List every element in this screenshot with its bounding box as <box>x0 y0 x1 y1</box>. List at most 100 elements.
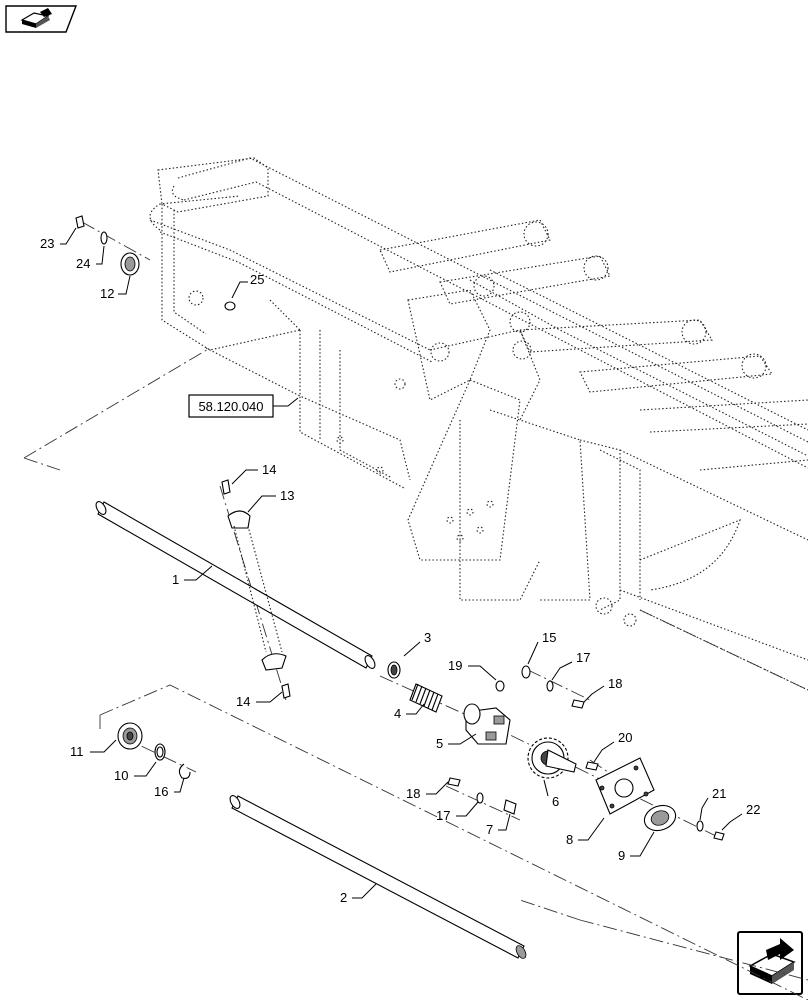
callout-18b: 18 <box>406 781 449 801</box>
callout-24: 24 <box>76 245 105 271</box>
callout-14b: 14 <box>236 691 283 709</box>
callout-number: 3 <box>424 630 431 645</box>
callout-number: 12 <box>100 286 114 301</box>
callout-23: 23 <box>40 227 77 251</box>
callout-7: 7 <box>486 813 511 837</box>
leader-line <box>231 469 258 485</box>
callout-10: 10 <box>114 761 157 783</box>
callout-number: 8 <box>566 832 573 847</box>
callout-17a: 17 <box>551 650 590 681</box>
callout-20: 20 <box>593 730 632 763</box>
callout-4: 4 <box>394 703 425 721</box>
callout-13: 13 <box>247 488 294 513</box>
leader-line <box>456 801 479 817</box>
callout-5: 5 <box>436 733 477 751</box>
callout-3: 3 <box>403 630 431 657</box>
part-1-shaft <box>95 501 376 669</box>
callout-2: 2 <box>340 883 377 905</box>
next-page-button[interactable] <box>737 931 803 995</box>
part-4-spring <box>409 683 443 713</box>
callout-number: 6 <box>552 794 559 809</box>
part-10-snap-ring <box>154 743 166 761</box>
callout-8: 8 <box>566 817 605 847</box>
leader-line <box>247 495 276 513</box>
leader-line <box>352 883 377 899</box>
callout-number: 7 <box>486 822 493 837</box>
part-2-shaft <box>229 795 527 959</box>
callout-19: 19 <box>448 658 497 681</box>
callout-18a: 18 <box>583 676 622 703</box>
part-12-bearing <box>120 252 140 276</box>
callout-number: 10 <box>114 768 128 783</box>
callout-21: 21 <box>699 786 726 821</box>
leader-line <box>699 797 709 821</box>
leader-line <box>630 831 655 857</box>
phantom-assembly-lines <box>23 221 808 1000</box>
leader-line <box>721 813 743 831</box>
leader-line <box>231 281 248 299</box>
callout-16: 16 <box>154 777 185 799</box>
leader-line <box>543 779 549 797</box>
reference-box[interactable]: 58.120.040 <box>188 394 299 418</box>
callout-number: 14 <box>262 462 276 477</box>
callout-number: 15 <box>542 630 556 645</box>
callout-number: 11 <box>70 744 84 759</box>
part-15-washer <box>521 665 531 679</box>
part-24-washer <box>100 231 108 245</box>
leader-line <box>468 665 497 681</box>
leader-line <box>118 275 131 295</box>
part-14-bolt-top <box>221 479 231 495</box>
reference-label: 58.120.040 <box>198 399 263 414</box>
leader-line <box>184 565 213 581</box>
leader-line <box>174 777 185 793</box>
callout-number: 17 <box>576 650 590 665</box>
callout-number: 16 <box>154 784 168 799</box>
part-18-bolt-upper <box>571 699 585 709</box>
part-23-bolt <box>75 215 85 229</box>
part-11-bearing <box>117 722 143 750</box>
leader-line <box>256 691 283 703</box>
callout-25: 25 <box>231 272 264 299</box>
callout-number: 23 <box>40 236 54 251</box>
callout-number: 4 <box>394 706 401 721</box>
leader-line <box>134 761 157 777</box>
part-16-circlip <box>178 763 191 779</box>
callout-number: 18 <box>406 786 420 801</box>
callout-number: 20 <box>618 730 632 745</box>
callout-14a: 14 <box>231 462 276 485</box>
part-17-bushing-lower <box>476 792 484 804</box>
section-nav-tab[interactable] <box>5 5 78 33</box>
leader-line <box>448 733 477 745</box>
part-19-nut <box>495 680 505 692</box>
header-frame-assembly <box>149 157 808 691</box>
callout-6: 6 <box>543 779 559 809</box>
callout-15: 15 <box>527 630 556 665</box>
callout-1: 1 <box>172 565 213 587</box>
callout-22: 22 <box>721 802 760 831</box>
callout-9: 9 <box>618 831 655 863</box>
callout-number: 25 <box>250 272 264 287</box>
leader-line <box>583 685 605 703</box>
part-3-washer <box>387 661 401 679</box>
leader-line <box>426 781 449 795</box>
callout-number: 1 <box>172 572 179 587</box>
part-18-bolt-lower <box>447 777 461 787</box>
callout-number: 19 <box>448 658 462 673</box>
callouts: 1 2 3 4 5 6 7 8 9 10 11 12 13 14 14 <box>40 227 760 905</box>
leader-line <box>551 661 573 681</box>
callout-number: 18 <box>608 676 622 691</box>
callout-number: 13 <box>280 488 294 503</box>
part-8-bearing-plate <box>595 757 655 815</box>
part-7-key <box>503 799 517 815</box>
callout-11: 11 <box>70 739 117 759</box>
leader-line <box>527 641 539 665</box>
part-20-bolt <box>585 761 599 771</box>
leader-line <box>498 813 511 831</box>
part-17-bushing-upper <box>546 680 554 692</box>
part-25-bolt <box>224 301 236 311</box>
book-stack-icon <box>20 8 52 28</box>
leader-line <box>406 703 425 715</box>
leader-line <box>60 227 77 245</box>
part-9-bearing-flange <box>643 804 677 832</box>
